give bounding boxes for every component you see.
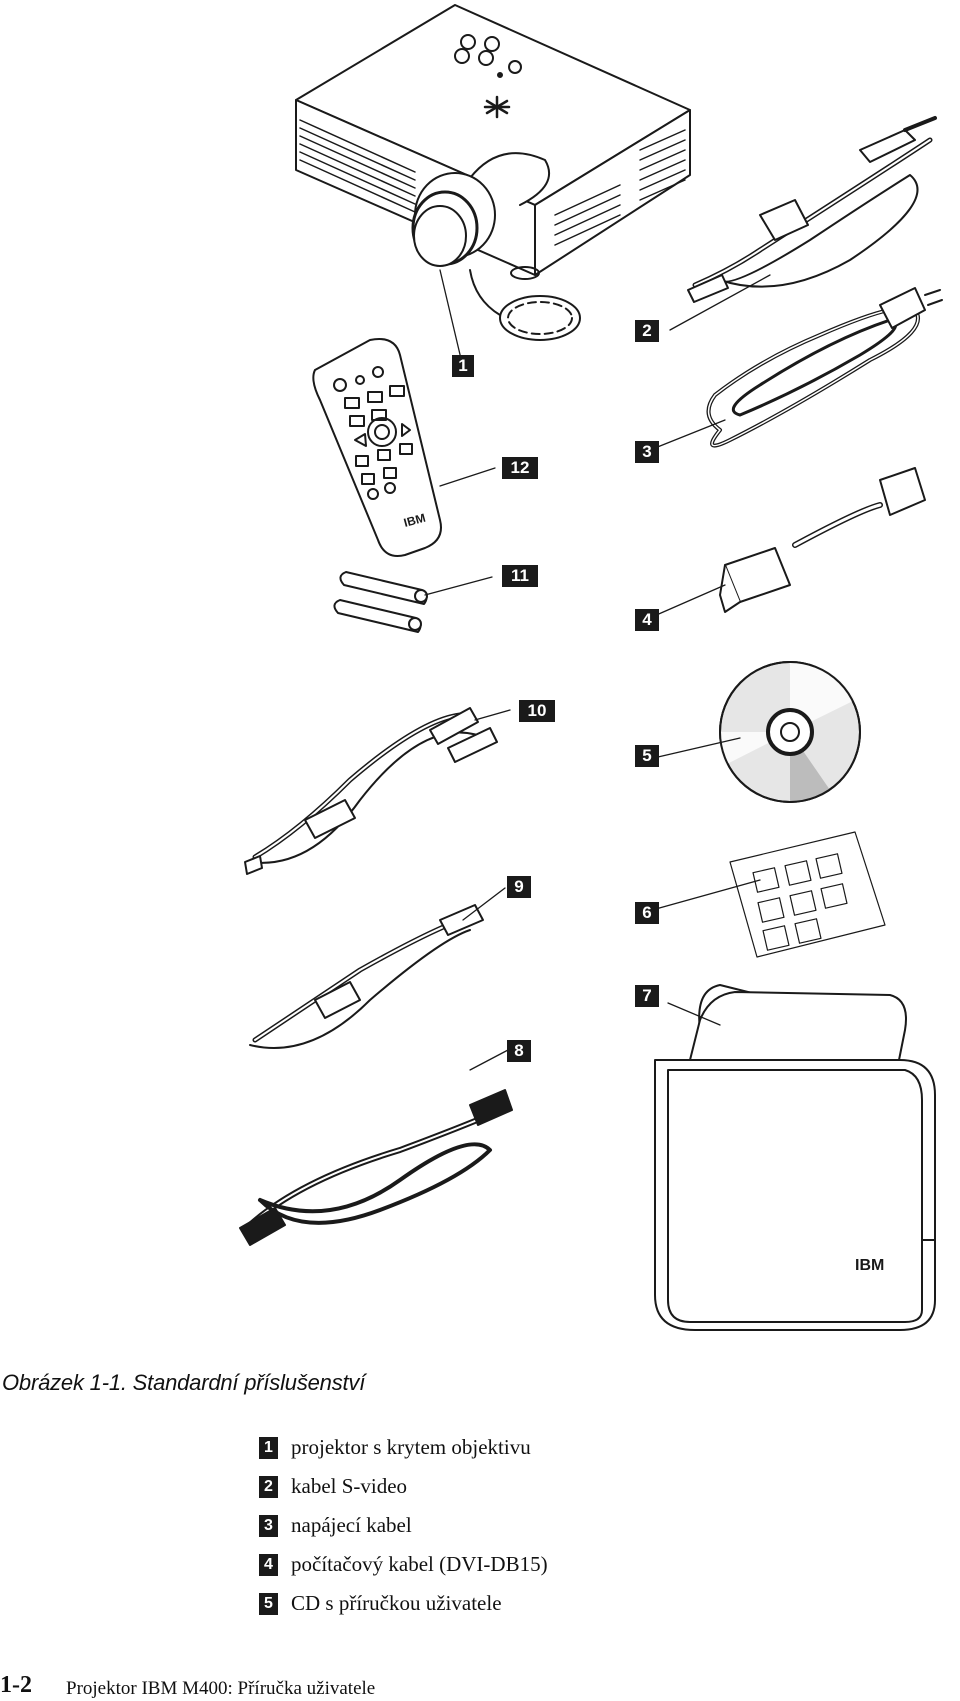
power-cable-drawing (706, 287, 943, 448)
legend-number: 5 (259, 1592, 278, 1615)
callout-11: 11 (502, 565, 538, 587)
remote-control-drawing: IBM (312, 338, 442, 557)
document-title: Projektor IBM M400: Příručka uživatele (66, 1678, 376, 1699)
accessory-legend: 1 projektor s krytem objektivu 2 kabel S-v… (259, 1428, 548, 1623)
callout-leaders (424, 269, 771, 1071)
legend-item: 3 napájecí kabel (259, 1506, 548, 1545)
legend-text: napájecí kabel (291, 1513, 412, 1537)
setup-poster-drawing (729, 831, 886, 958)
callout-12: 12 (502, 457, 538, 479)
page-number: 1-2 (0, 1672, 32, 1698)
callout-3: 3 (635, 441, 659, 463)
s-video-cable-drawing (687, 116, 937, 303)
legend-text: CD s příručkou uživatele (291, 1591, 502, 1615)
video-cable-drawing (249, 904, 484, 1049)
legend-number: 1 (259, 1436, 278, 1459)
carrying-bag-drawing: IBM (654, 984, 936, 1331)
cd-drawing (719, 661, 861, 803)
legend-number: 2 (259, 1475, 278, 1498)
callout-10: 10 (519, 700, 555, 722)
batteries-drawing (333, 571, 428, 633)
av-cable-drawing (244, 707, 498, 875)
legend-item: 1 projektor s krytem objektivu (259, 1428, 548, 1467)
legend-item: 4 počítačový kabel (DVI-DB15) (259, 1545, 548, 1584)
callout-6: 6 (635, 902, 659, 924)
legend-item: 2 kabel S-video (259, 1467, 548, 1506)
legend-number: 3 (259, 1514, 278, 1537)
legend-item: 5 CD s příručkou uživatele (259, 1584, 548, 1623)
accessories-illustration: IBM IBM (239, 4, 943, 1331)
callout-9: 9 (507, 876, 531, 898)
legend-number: 4 (259, 1553, 278, 1576)
callout-5: 5 (635, 745, 659, 767)
legend-text: počítačový kabel (DVI-DB15) (291, 1552, 548, 1576)
callout-2: 2 (635, 320, 659, 342)
legend-text: kabel S-video (291, 1474, 408, 1498)
legend-text: projektor s krytem objektivu (291, 1435, 531, 1459)
remote-ibm-logo: IBM (402, 511, 427, 530)
callout-4: 4 (635, 609, 659, 631)
callout-1: 1 (452, 355, 474, 377)
callout-8: 8 (507, 1040, 531, 1062)
projector-drawing (295, 4, 691, 341)
usb-cable-drawing (239, 1089, 513, 1246)
callout-7: 7 (635, 985, 659, 1007)
bag-ibm-logo: IBM (855, 1257, 884, 1274)
dvi-db15-cable-drawing (719, 467, 926, 613)
figure-caption: Obrázek 1-1. Standardní příslušenství (2, 1370, 366, 1395)
